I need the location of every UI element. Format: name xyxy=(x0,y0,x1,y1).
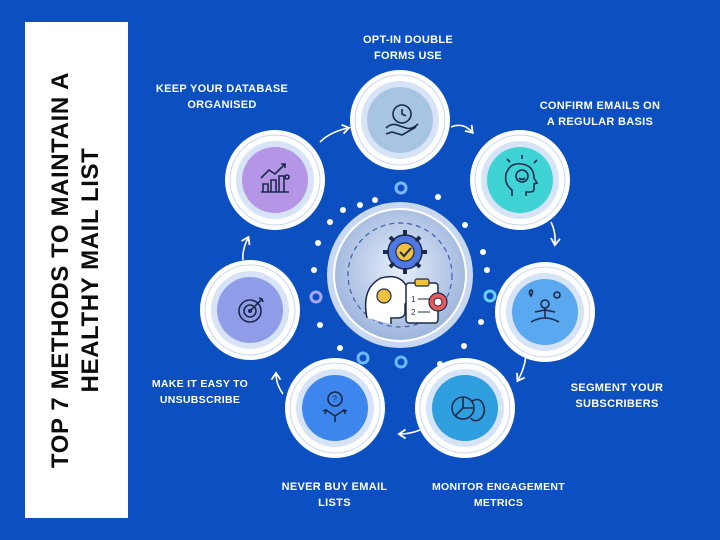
dotted-ring xyxy=(309,181,497,369)
svg-text:1: 1 xyxy=(411,295,416,304)
step-node-5: ? xyxy=(285,358,385,458)
step-label-7: KEEP YOUR DATABASE ORGANISED xyxy=(155,83,289,111)
svg-text:?: ? xyxy=(332,394,337,404)
step-node-1 xyxy=(350,70,450,170)
clock-hand-icon xyxy=(385,104,419,136)
arrow-7-to-1 xyxy=(319,124,351,143)
title-panel xyxy=(25,22,128,518)
step-label-3: SEGMENT YOUR SUBSCRIBERS xyxy=(570,382,664,410)
gear-head-clipboard-icon: 1 2 xyxy=(364,230,448,324)
step-node-3 xyxy=(495,262,595,362)
arrow-6-to-7 xyxy=(241,235,251,261)
step-label-1: OPT-IN DOUBLE FORMS USE xyxy=(362,34,454,62)
pie-chart-icon xyxy=(451,396,486,422)
step-node-4 xyxy=(415,358,515,458)
center-hub xyxy=(327,202,473,348)
step-label-5: NEVER BUY EMAIL LISTS xyxy=(281,481,388,509)
meditation-icon xyxy=(528,289,561,323)
decision-icon: ? xyxy=(322,391,348,422)
arrow-4-to-5 xyxy=(397,428,421,440)
head-smile-icon xyxy=(504,155,539,196)
arrow-3-to-4 xyxy=(516,355,527,383)
step-node-6 xyxy=(200,260,300,360)
step-node-7 xyxy=(225,130,325,230)
svg-text:2: 2 xyxy=(411,308,416,317)
step-label-2: CONFIRM EMAILS ON A REGULAR BASIS xyxy=(539,100,661,128)
target-icon xyxy=(238,297,264,323)
arrow-5-to-6 xyxy=(270,371,284,395)
flow-arrows xyxy=(241,124,561,440)
step-node-2 xyxy=(470,130,570,230)
step-label-4: MONITOR ENGAGEMENT METRICS xyxy=(432,481,565,509)
arrow-1-to-2 xyxy=(450,124,474,135)
growth-chart-icon xyxy=(260,163,290,193)
arrow-2-to-3 xyxy=(550,221,561,247)
step-label-6: MAKE IT EASY TO UNSUBSCRIBE xyxy=(151,378,249,406)
